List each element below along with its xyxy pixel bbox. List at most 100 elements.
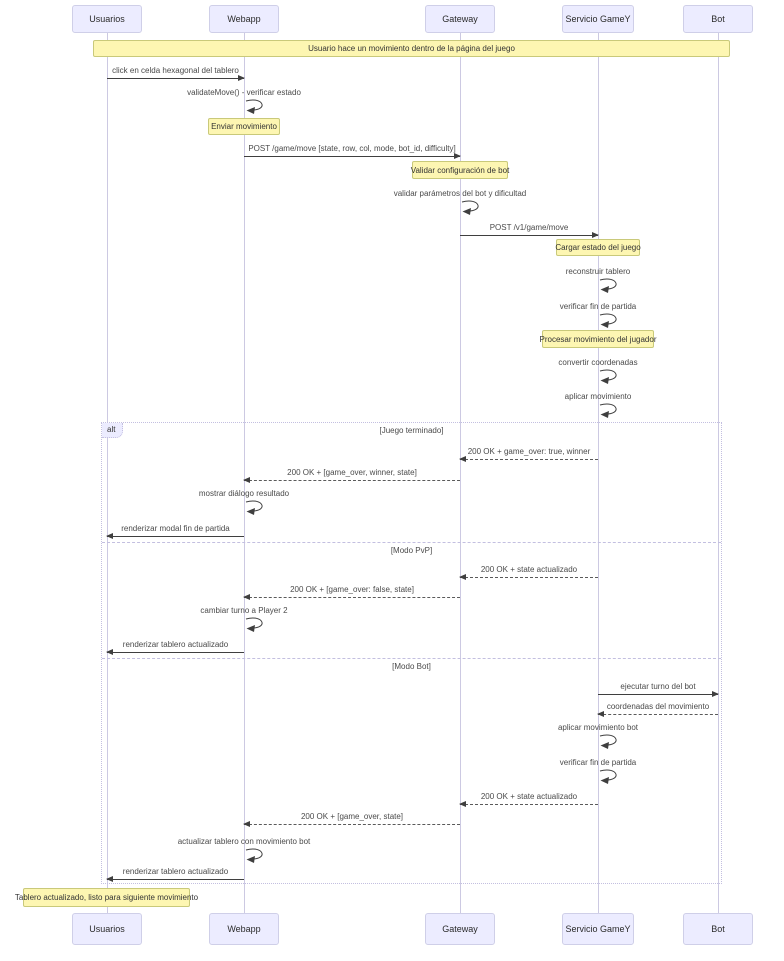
lifeline-webapp [243, 33, 245, 913]
msg-post-v1-game-move: POST /v1/game/move [460, 223, 599, 238]
message-label: 200 OK + state actualizado [480, 565, 578, 574]
participant-usuarios-top: Usuarios [72, 5, 142, 33]
participant-webapp-bottom: Webapp [209, 913, 279, 945]
msg-verificar-fin-2: verificar fin de partida [448, 758, 748, 785]
self-loop-arrow [599, 769, 617, 784]
note-validar-configuracion: Validar configuración de bot [411, 161, 509, 179]
message-label: verificar fin de partida [559, 758, 637, 767]
message-label: POST /v1/game/move [489, 223, 569, 232]
message-label: coordenadas del movimiento [606, 702, 710, 711]
self-loop-arrow [599, 369, 617, 384]
message-label: cambiar turno a Player 2 [200, 606, 288, 615]
message-label: 200 OK + game_over: true, winner [467, 447, 591, 456]
lifeline-bot [717, 33, 719, 913]
message-label: renderizar tablero actualizado [122, 640, 229, 649]
alt-divider-bot [102, 658, 721, 659]
message-label: click en celda hexagonal del tablero [112, 66, 239, 75]
message-arrow [243, 821, 460, 827]
msg-200-game-over-winner-state: 200 OK + [game_over, winner, state] [243, 468, 460, 483]
participant-label: Webapp [227, 924, 261, 934]
message-arrow [597, 711, 718, 717]
self-loop-arrow [245, 848, 263, 863]
msg-cambiar-turno: cambiar turno a Player 2 [94, 606, 394, 633]
participant-webapp-top: Webapp [209, 5, 279, 33]
message-label: reconstruir tablero [565, 267, 631, 276]
lifeline-servicio-gamey [597, 33, 599, 913]
participant-bot-bottom: Bot [683, 913, 753, 945]
self-loop-arrow [245, 500, 263, 515]
self-loop-arrow [245, 99, 263, 114]
message-label: renderizar tablero actualizado [122, 867, 229, 876]
alt-case-modo-pvp: [Modo PvP] [390, 546, 433, 555]
msg-click-celda: click en celda hexagonal del tablero [107, 66, 245, 81]
msg-200-game-over-state: 200 OK + [game_over, state] [243, 812, 460, 827]
message-label: 200 OK + state actualizado [480, 792, 578, 801]
self-loop-arrow [599, 313, 617, 328]
lifeline-gateway [459, 33, 461, 913]
msg-post-game-move: POST /game/move [state, row, col, mode, … [244, 144, 461, 159]
msg-aplicar-movimiento-bot: aplicar movimiento bot [448, 723, 748, 750]
msg-aplicar-movimiento: aplicar movimiento [448, 392, 748, 419]
msg-coordenadas-movimiento: coordenadas del movimiento [597, 702, 718, 717]
message-label: validateMove() - verificar estado [187, 88, 301, 97]
participant-usuarios-bottom: Usuarios [72, 913, 142, 945]
participant-servicio-gamey-bottom: Servicio GameY [562, 913, 634, 945]
message-arrow [459, 456, 598, 462]
self-loop-arrow [599, 278, 617, 293]
message-label: aplicar movimiento bot [557, 723, 639, 732]
message-label: 200 OK + [game_over, winner, state] [287, 468, 417, 477]
participant-label: Gateway [442, 924, 478, 934]
message-label: validar parámetros del bot y dificultad [393, 189, 527, 198]
participant-label: Usuarios [89, 14, 125, 24]
msg-renderizar-tablero-bot: renderizar tablero actualizado [106, 867, 244, 882]
note-cargar-estado: Cargar estado del juego [555, 239, 641, 256]
message-label: convertir coordenadas [558, 358, 638, 367]
note-enviar-movimiento: Enviar movimiento [208, 118, 280, 135]
note-overview: Usuario hace un movimiento dentro de la … [93, 40, 730, 57]
participant-label: Usuarios [89, 924, 125, 934]
message-label: POST /game/move [state, row, col, mode, … [248, 144, 456, 153]
message-arrow [107, 75, 245, 81]
alt-frame: alt [Juego terminado] [Modo PvP] [Modo B… [101, 422, 722, 884]
message-arrow [598, 691, 719, 697]
msg-actualizar-tablero-bot: actualizar tablero con movimiento bot [94, 837, 394, 864]
message-label: ejecutar turno del bot [620, 682, 696, 691]
msg-reconstruir-tablero: reconstruir tablero [448, 267, 748, 294]
message-arrow [106, 649, 244, 655]
msg-mostrar-dialogo: mostrar diálogo resultado [94, 489, 394, 516]
msg-ejecutar-turno-bot: ejecutar turno del bot [598, 682, 719, 697]
message-arrow [243, 594, 460, 600]
participant-bot-top: Bot [683, 5, 753, 33]
lifeline-usuarios [106, 33, 108, 913]
message-arrow [243, 477, 460, 483]
message-arrow [459, 801, 598, 807]
self-loop-arrow [599, 734, 617, 749]
msg-convertir-coordenadas: convertir coordenadas [448, 358, 748, 385]
message-arrow [106, 533, 244, 539]
participant-label: Servicio GameY [565, 14, 631, 24]
alt-case-juego-terminado: [Juego terminado] [379, 426, 444, 435]
message-arrow [244, 153, 461, 159]
msg-200-game-over-winner: 200 OK + game_over: true, winner [459, 447, 598, 462]
participant-label: Bot [711, 924, 725, 934]
msg-validar-parametros: validar parámetros del bot y dificultad [310, 189, 610, 216]
participant-gateway-bottom: Gateway [425, 913, 495, 945]
alt-divider-pvp [102, 542, 721, 543]
self-loop-arrow [599, 403, 617, 418]
self-loop-arrow [461, 200, 479, 215]
message-label: 200 OK + [game_over: false, state] [290, 585, 414, 594]
message-label: verificar fin de partida [559, 302, 637, 311]
msg-validate-move: validateMove() - verificar estado [94, 88, 394, 115]
participant-label: Bot [711, 14, 725, 24]
message-arrow [459, 574, 598, 580]
message-arrow [460, 232, 599, 238]
alt-case-modo-bot: [Modo Bot] [392, 662, 431, 671]
message-arrow [106, 876, 244, 882]
message-label: aplicar movimiento [564, 392, 632, 401]
msg-renderizar-tablero-pvp: renderizar tablero actualizado [106, 640, 244, 655]
msg-renderizar-modal: renderizar modal fin de partida [106, 524, 244, 539]
msg-200-state-actualizado-bot: 200 OK + state actualizado [459, 792, 598, 807]
message-label: 200 OK + [game_over, state] [300, 812, 404, 821]
message-label: actualizar tablero con movimiento bot [177, 837, 311, 846]
